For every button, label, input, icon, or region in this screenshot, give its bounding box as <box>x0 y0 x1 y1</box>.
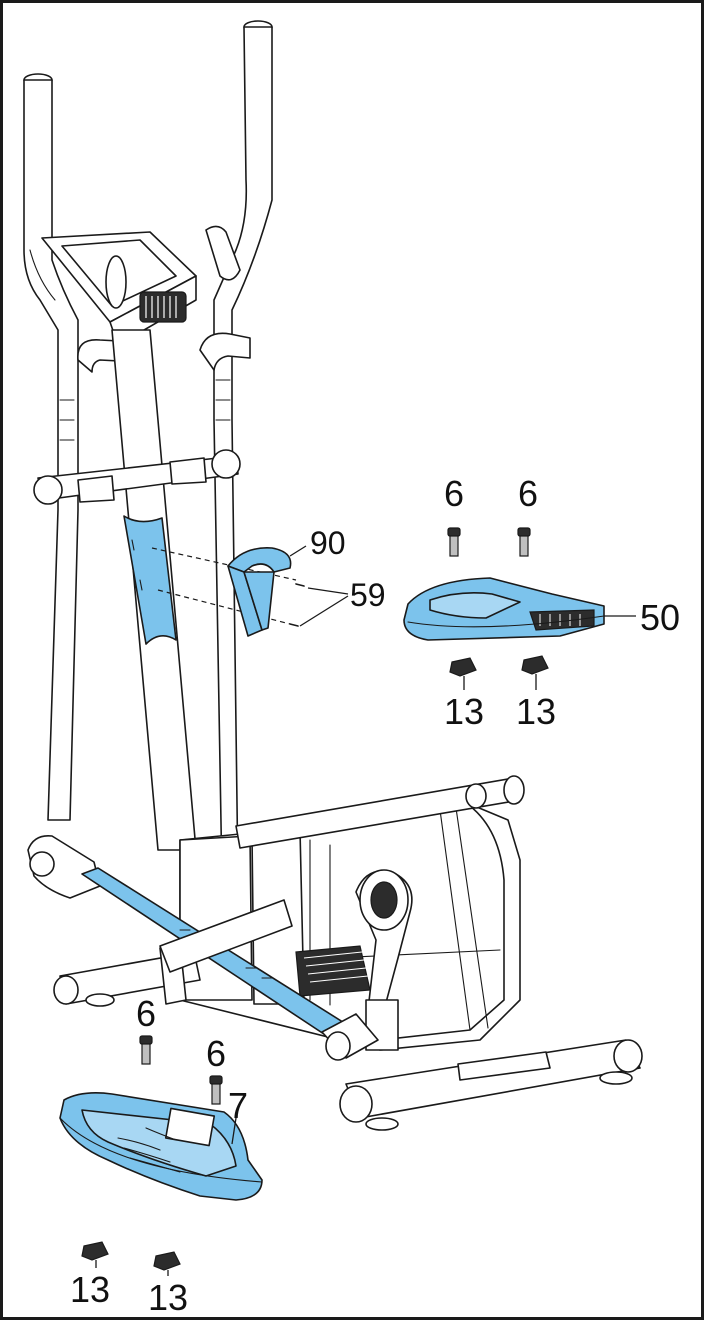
screw-59-lower <box>289 623 299 627</box>
main-mast <box>111 329 213 901</box>
crank-arm <box>355 869 413 1051</box>
console <box>41 231 197 346</box>
bottle-holder <box>227 547 292 637</box>
callout-59: 59 <box>350 577 386 613</box>
nut-13-left-a <box>81 1241 109 1268</box>
callout-7: 7 <box>228 1085 248 1126</box>
left-pedal-assembly <box>59 1035 263 1276</box>
right-pedal-assembly <box>403 527 636 690</box>
mounting-guide-upper <box>151 547 297 581</box>
elliptical-trainer <box>23 20 643 1131</box>
nut-13-right-b <box>521 655 549 690</box>
callout-6-right-a: 6 <box>444 473 464 514</box>
pedal-7 <box>59 1092 263 1201</box>
part-callouts: 6 6 90 59 50 13 13 6 6 7 13 13 <box>70 473 680 1318</box>
callout-6-left-a: 6 <box>136 993 156 1034</box>
callout-13-right-b: 13 <box>516 691 556 732</box>
bottle-holder-assembly <box>151 545 349 637</box>
mounting-guide-lower <box>157 589 291 625</box>
callout-13-left-a: 13 <box>70 1269 110 1310</box>
bolt-6-left-a <box>139 1035 153 1065</box>
callout-6-right-b: 6 <box>518 473 538 514</box>
step-grille <box>295 945 371 997</box>
front-handle-right <box>199 332 251 371</box>
crossbar <box>33 449 241 505</box>
callout-13-right-a: 13 <box>444 691 484 732</box>
pedal-50 <box>403 577 605 641</box>
rear-stabilizer <box>339 1039 643 1131</box>
leader-7 <box>231 1117 237 1145</box>
callout-13-left-b: 13 <box>148 1277 188 1318</box>
nut-13-right-a <box>449 657 477 690</box>
callout-6-left-b: 6 <box>206 1033 226 1074</box>
nut-13-left-b <box>153 1251 181 1276</box>
bolt-6-left-b <box>209 1075 223 1105</box>
mast-highlight <box>123 515 177 645</box>
left-handlebar <box>23 73 79 821</box>
callout-50: 50 <box>640 597 680 638</box>
screw-59-upper <box>295 583 305 587</box>
console-speaker-grille <box>139 291 187 323</box>
bolt-6-right-a <box>447 527 461 557</box>
callout-90: 90 <box>310 525 346 561</box>
front-stabilizer <box>53 899 293 1007</box>
right-handlebar <box>205 20 273 881</box>
bolt-6-right-b <box>517 527 531 557</box>
